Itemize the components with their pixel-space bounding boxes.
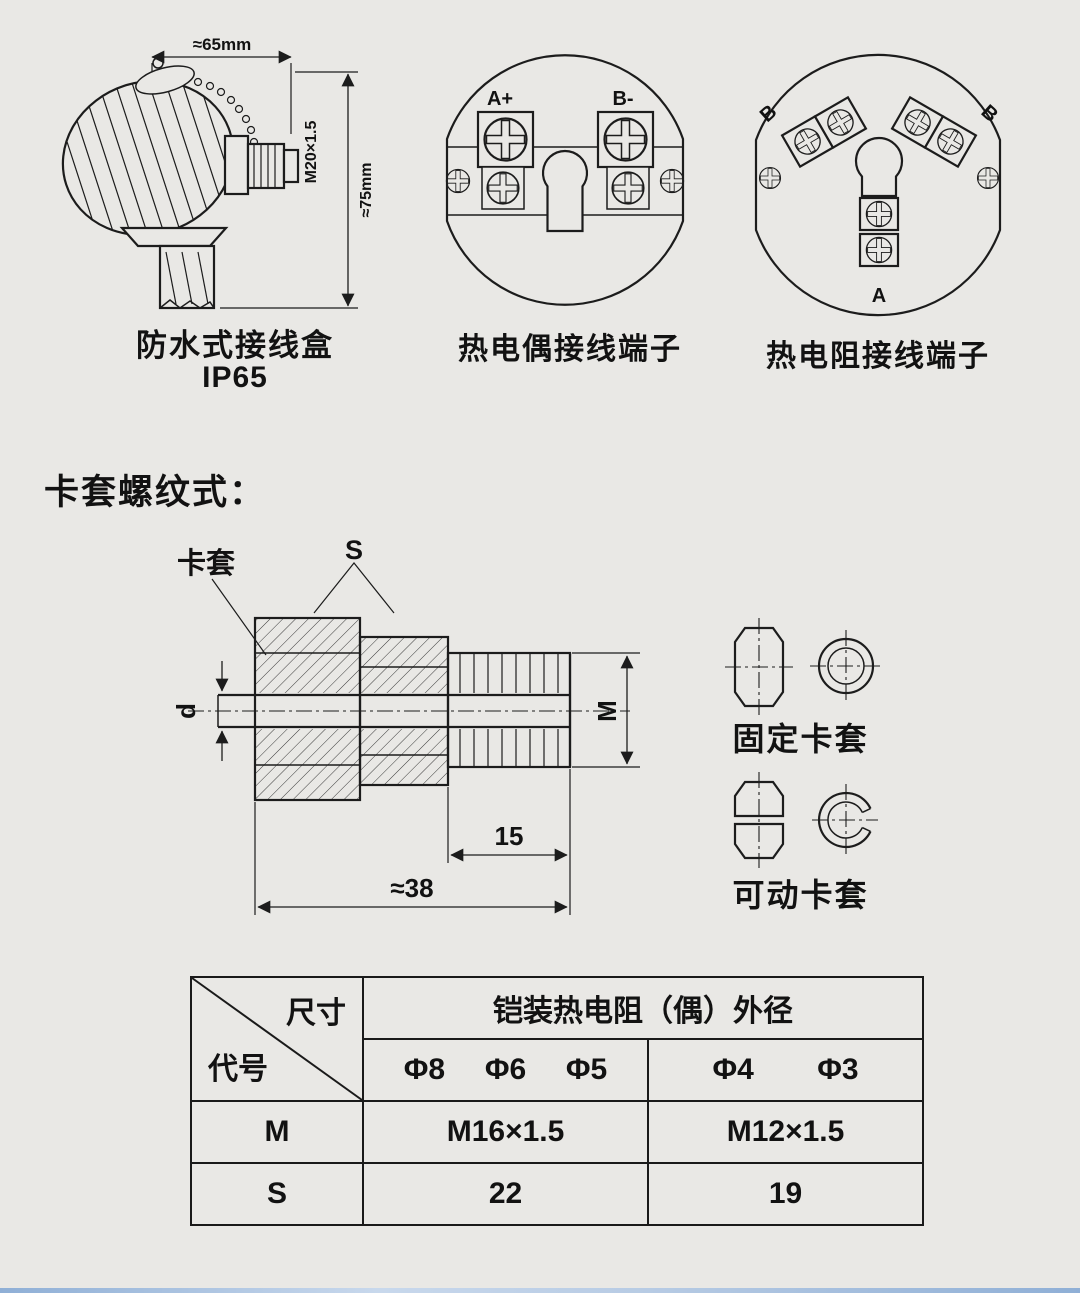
dia-phi6: Φ6 <box>484 1053 527 1086</box>
s-value-left: 22 <box>362 1162 649 1226</box>
wrench-size-label: S <box>345 535 363 565</box>
threaded-spigot <box>223 134 300 196</box>
movable-ferrule-front-view <box>812 784 878 856</box>
dim-width-label: ≈65mm <box>193 35 251 54</box>
mount-screw-right <box>976 166 1000 190</box>
width-dimension: ≈65mm <box>151 35 292 134</box>
junction-box-head <box>54 61 242 255</box>
corner-diagonal-line <box>192 978 362 1100</box>
cap-and-chain <box>135 57 259 147</box>
lower-pipe <box>119 226 229 310</box>
section-heading: 卡套螺纹式： <box>44 473 267 512</box>
dia-phi4: Φ4 <box>712 1053 754 1086</box>
fixed-ferrule-side-view <box>725 618 793 716</box>
secondary-screw-right <box>606 166 650 210</box>
dim-38-label: ≈38 <box>390 873 433 903</box>
m-value-left: M16×1.5 <box>362 1100 649 1164</box>
terminal-a-label: A <box>872 285 886 307</box>
ferrule-fitting-drawing: 卡套 S <box>171 535 640 915</box>
corner-label-code: 代号 <box>208 1053 268 1086</box>
ferrule-symbols-drawing <box>725 618 882 868</box>
terminal-b-minus <box>596 110 655 169</box>
dim-height-label: ≈75mm <box>358 162 375 217</box>
diameter-cell-right: Φ4 Φ3 <box>647 1038 924 1102</box>
terminal-pair-a <box>858 196 900 268</box>
center-keyhole <box>541 149 589 233</box>
mount-screw-left <box>445 168 471 194</box>
section-hatching <box>255 618 448 800</box>
housing-outline <box>754 53 1002 317</box>
housing-outline <box>445 54 685 306</box>
height-dimension: ≈75mm <box>220 71 375 309</box>
s-value-right: 19 <box>647 1162 924 1226</box>
bottom-edge-strip <box>0 1288 1080 1293</box>
fixed-ferrule-caption: 固定卡套 <box>732 721 869 757</box>
length-15-dimension: 15 <box>447 769 571 915</box>
row-label-m: M <box>190 1100 364 1164</box>
d-dimension: d <box>171 661 229 761</box>
movable-ferrule-side-view <box>733 772 785 868</box>
corner-label-size: 尺寸 <box>286 997 346 1030</box>
m-dimension: M <box>572 652 640 768</box>
fitting-body <box>188 616 630 802</box>
terminal-a-label: A+ <box>487 88 513 110</box>
ip-rating-label: IP65 <box>202 361 268 394</box>
table-span-header: 铠装热电阻（偶）外径 <box>362 976 924 1040</box>
dim-15-label: 15 <box>495 821 524 851</box>
tube-diameter-label: d <box>171 703 201 719</box>
terminal-b-left-label: B <box>756 101 781 127</box>
rtd-caption: 热电阻接线端子 <box>766 340 990 373</box>
dia-phi5: Φ5 <box>565 1053 608 1086</box>
terminal-pair-b-left <box>780 95 868 169</box>
spec-table: 尺寸 代号 铠装热电阻（偶）外径 Φ8 Φ6 Φ5 Φ4 Φ3 M <box>190 976 924 1226</box>
terminal-pair-b-right <box>890 95 978 169</box>
mount-screw-left <box>758 166 782 190</box>
movable-ferrule-caption: 可动卡套 <box>732 877 869 913</box>
secondary-screw-left <box>481 166 525 210</box>
ferrule-callout-label: 卡套 <box>177 547 235 580</box>
terminal-a-plus <box>476 110 535 169</box>
row-label-s: S <box>190 1162 364 1226</box>
thread-lines <box>459 653 559 767</box>
dia-phi8: Φ8 <box>403 1053 446 1086</box>
thermocouple-terminal-drawing: A+ B- <box>445 54 685 306</box>
junction-box-caption: 防水式接线盒 <box>136 328 334 363</box>
mount-screw-right <box>659 168 685 194</box>
thread-size-label: M20×1.5 <box>303 121 320 184</box>
table-corner-cell: 尺寸 代号 <box>190 976 364 1102</box>
thread-dimension-label: M <box>592 700 622 722</box>
dia-phi3: Φ3 <box>817 1053 859 1086</box>
thermocouple-caption: 热电偶接线端子 <box>458 333 682 366</box>
fixed-ferrule-front-view <box>810 630 882 702</box>
m-value-right: M12×1.5 <box>647 1100 924 1164</box>
junction-box-drawing: ≈65mm <box>54 35 375 310</box>
length-38-dimension: ≈38 <box>254 802 568 915</box>
rtd-terminal-drawing: B B A <box>754 53 1002 317</box>
diameter-cell-left: Φ8 Φ6 Φ5 <box>362 1038 649 1102</box>
center-keyhole <box>854 136 904 198</box>
terminal-b-label: B- <box>612 88 633 110</box>
